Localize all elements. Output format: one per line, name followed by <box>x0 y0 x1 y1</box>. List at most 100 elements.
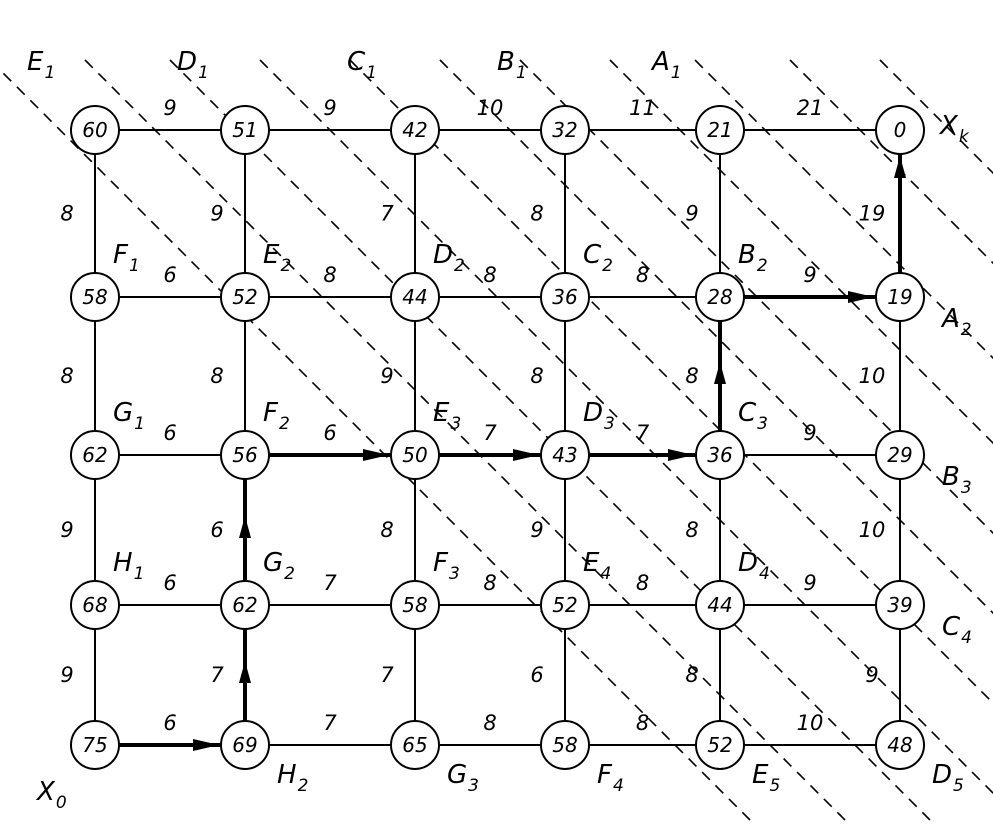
edge-weight: 7 <box>323 711 337 735</box>
edge-weight: 8 <box>636 263 649 287</box>
node-label-main: B <box>738 240 756 270</box>
node-label: A2 <box>940 304 972 340</box>
node-circle <box>540 720 590 770</box>
node-value: 62 <box>232 593 257 617</box>
node-label-main: F <box>263 398 279 428</box>
node-label-sub: 2 <box>280 256 291 276</box>
node-label: B2 <box>738 240 768 276</box>
node-value: 52 <box>552 593 577 617</box>
node-label-main: E <box>263 240 280 270</box>
node-circle <box>695 430 745 480</box>
arrow-head-icon <box>239 661 251 683</box>
node-label-sub: 1 <box>129 256 140 276</box>
graph-node: 39 <box>875 580 925 630</box>
edge-weight: 8 <box>483 263 496 287</box>
node-label-main: X <box>938 111 959 141</box>
edge-weight: 6 <box>530 663 543 687</box>
graph-node: 62 <box>70 430 120 480</box>
node-label: E5 <box>752 760 780 796</box>
edge-weight: 6 <box>163 421 176 445</box>
node-label-main: G <box>447 760 467 790</box>
node-label: C4 <box>942 612 972 648</box>
node-label-sub: 3 <box>757 414 768 434</box>
node-circle <box>390 580 440 630</box>
edge-weight: 7 <box>323 571 337 595</box>
edge-weight: 8 <box>636 711 649 735</box>
edge-weight: 8 <box>685 663 698 687</box>
edge-weight: 7 <box>636 421 650 445</box>
graph-node: 60 <box>70 105 120 155</box>
node-value: 21 <box>707 118 732 142</box>
node-label-main: C <box>347 47 366 77</box>
node-label-main: E <box>583 548 600 578</box>
node-label-main: H <box>113 548 133 578</box>
arrow-head-icon <box>714 362 726 384</box>
edge-weight: 9 <box>60 518 73 542</box>
node-circle <box>390 105 440 155</box>
graph-node: 58 <box>390 580 440 630</box>
graph-node: 0 <box>875 105 925 155</box>
edge-weight: 6 <box>323 421 336 445</box>
node-circle <box>695 272 745 322</box>
graph-node: 58 <box>70 272 120 322</box>
node-circle <box>875 580 925 630</box>
edge-weight: 8 <box>483 711 496 735</box>
node-circle <box>875 105 925 155</box>
edge-weight: 9 <box>323 96 336 120</box>
node-value: 32 <box>552 118 577 142</box>
node-value: 36 <box>707 443 732 467</box>
node-label-sub: 4 <box>613 776 624 796</box>
edge-weight: 7 <box>483 421 497 445</box>
node-value: 58 <box>402 593 427 617</box>
node-label-sub: 1 <box>366 63 377 83</box>
node-circle <box>875 272 925 322</box>
node-label-main: E <box>433 398 450 428</box>
graph-node: 56 <box>220 430 270 480</box>
node-value: 39 <box>887 593 912 617</box>
node-label: G3 <box>447 760 479 796</box>
node-value: 52 <box>707 733 732 757</box>
node-label-sub: 2 <box>454 256 465 276</box>
node-label: C3 <box>738 398 768 434</box>
node-label-main: F <box>597 760 613 790</box>
node-circle <box>695 720 745 770</box>
graph-node: 19 <box>875 272 925 322</box>
node-label: D4 <box>738 548 770 584</box>
edge-weight: 8 <box>530 364 543 388</box>
edge-weight: 8 <box>60 202 73 226</box>
node-label: B3 <box>942 462 972 498</box>
arrow-head-icon <box>513 449 539 461</box>
node-label-sub: 1 <box>44 63 55 83</box>
node-value: 75 <box>82 733 107 757</box>
arrow-head-icon <box>239 516 251 538</box>
node-label-main: A <box>650 47 670 77</box>
edge-weight: 6 <box>163 571 176 595</box>
node-label-main: G <box>113 398 133 428</box>
node-label-sub: 3 <box>961 478 972 498</box>
graph-node: 51 <box>220 105 270 155</box>
edge-weight: 8 <box>685 364 698 388</box>
node-circle <box>875 720 925 770</box>
node-label-main: H <box>277 760 297 790</box>
node-value: 51 <box>232 118 257 142</box>
arrow-head-icon <box>668 449 694 461</box>
node-label-sub: 4 <box>600 564 611 584</box>
node-value: 44 <box>402 285 427 309</box>
node-label-sub: 1 <box>134 414 145 434</box>
node-label: D5 <box>932 760 964 796</box>
arrow-head-icon <box>363 449 389 461</box>
node-label-sub: 2 <box>298 776 309 796</box>
edge-weight: 9 <box>530 518 543 542</box>
node-label: F3 <box>433 548 460 584</box>
graph-node: 32 <box>540 105 590 155</box>
node-label-main: G <box>263 548 283 578</box>
node-circle <box>70 580 120 630</box>
node-value: 58 <box>552 733 577 757</box>
edge-weight: 6 <box>210 518 223 542</box>
edge-weight: 8 <box>483 571 496 595</box>
graph-node: 52 <box>695 720 745 770</box>
node-circle <box>70 272 120 322</box>
node-label-main: C <box>942 612 961 642</box>
node-label-main: F <box>113 240 129 270</box>
